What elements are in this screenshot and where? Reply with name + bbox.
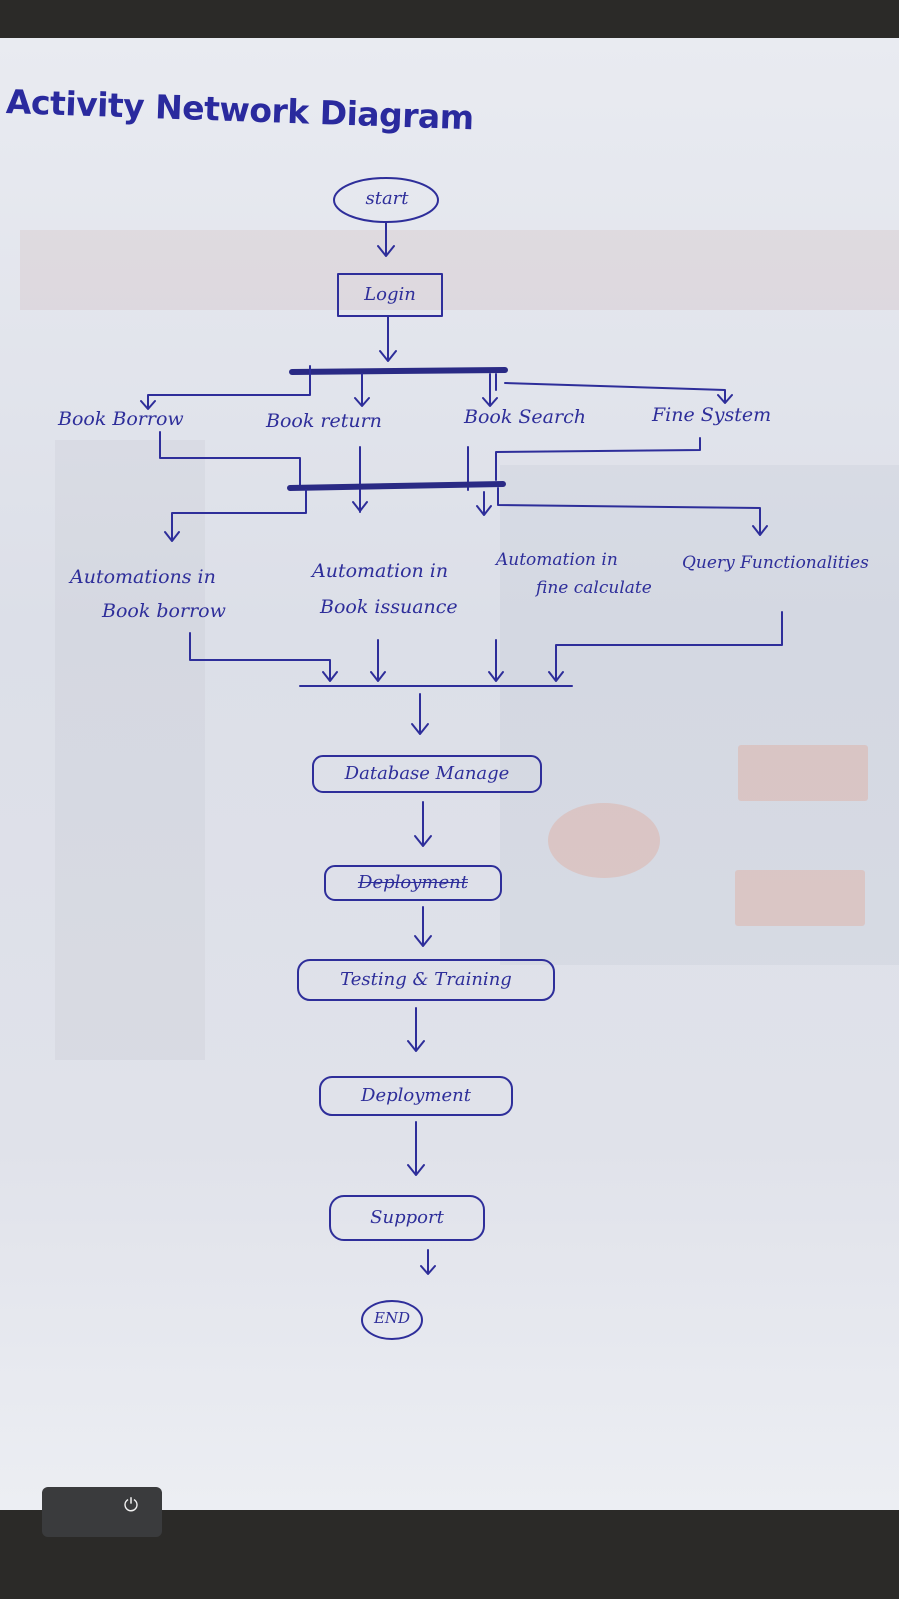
arrow [414,906,432,947]
testing-node: Testing & Training [340,969,512,990]
support-node-shape [329,1195,485,1241]
deployment-node: Deployment [361,1085,471,1106]
deployment-struck-shape [324,865,502,901]
arrow [164,489,307,542]
arrow [189,632,338,682]
connector [159,431,301,488]
database-node-shape [312,755,542,793]
automation-fine-line2: fine calculate [536,578,652,598]
join-bar [287,481,506,491]
deployment-node-shape [319,1076,513,1116]
automation-issuance-line2: Book issuance [320,596,458,618]
arrow [488,639,504,682]
end-node-shape [361,1300,423,1340]
arrow [407,1007,425,1052]
arrow [377,222,395,257]
automation-borrow-line2: Book borrow [102,600,226,622]
automation-issuance-line1: Automation in [312,560,449,582]
arrow [420,1249,436,1275]
arrow [414,801,432,847]
branch-book-borrow: Book Borrow [58,408,184,430]
automation-fine-line1: Automation in [496,550,618,570]
login-node-shape [337,273,443,317]
testing-node-shape [297,959,555,1001]
fork-bar [289,367,508,375]
arrow [354,373,370,407]
end-node: END [373,1309,411,1327]
arrow [504,382,733,404]
login-node: Login [364,284,416,305]
power-icon[interactable]: ⏻ [123,1495,139,1516]
arrow [548,611,783,682]
automation-borrow-line1: Automations in [70,566,216,588]
arrow [370,639,386,682]
arrow [497,487,768,536]
query-functionalities: Query Functionalities [682,553,869,573]
laptop-bezel-button [42,1487,162,1537]
branch-book-return: Book return [266,410,382,432]
deployment-struck-node: Deployment [358,872,468,893]
arrow [411,693,429,735]
support-node: Support [370,1207,444,1228]
arrow [140,365,311,410]
arrow [476,491,492,516]
start-node: start [365,188,409,209]
branch-book-search: Book Search [464,406,586,428]
database-node: Database Manage [344,763,510,784]
paper-sheet [0,38,899,1510]
arrow [379,316,397,362]
arrow [407,1121,425,1176]
connector [495,437,701,481]
branch-fine-system: Fine System [652,404,772,426]
arrow [482,373,498,407]
